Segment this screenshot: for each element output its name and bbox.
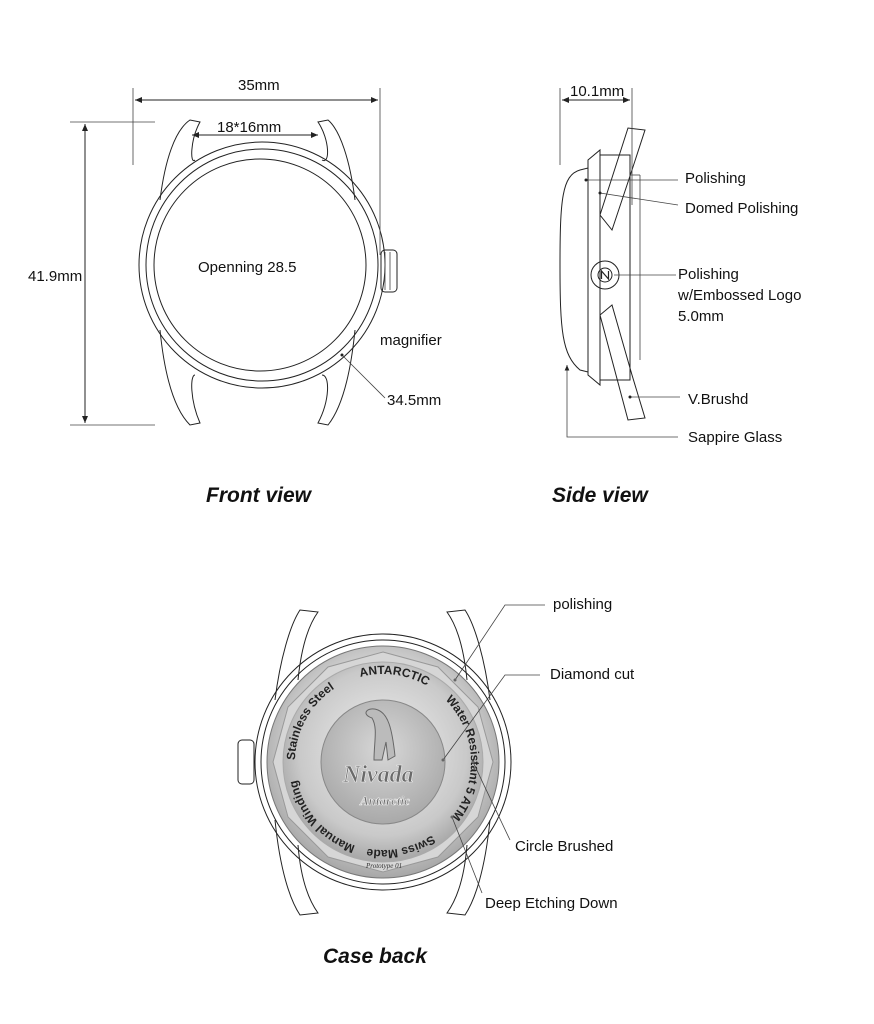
crown-logo-icon bbox=[600, 269, 610, 281]
callout-polishing-back: polishing bbox=[553, 596, 612, 613]
magnifier-label: magnifier bbox=[380, 332, 442, 349]
callout-diamond-cut: Diamond cut bbox=[550, 666, 635, 683]
callout-polishing: Polishing bbox=[685, 170, 746, 187]
penguin-icon bbox=[365, 708, 396, 761]
front-view: 35mm 18*16mm 41.9mm Openning 28.5 magnif… bbox=[28, 77, 442, 507]
case-back-title: Case back bbox=[323, 945, 428, 968]
center-medallion bbox=[320, 699, 446, 825]
height-dimension: 41.9mm bbox=[28, 268, 82, 285]
thickness-dimension: 10.1mm bbox=[570, 83, 624, 100]
side-view-title: Side view bbox=[552, 484, 649, 507]
callout-embossed-logo: w/Embossed Logo bbox=[677, 287, 801, 304]
width-dimension: 35mm bbox=[238, 77, 280, 94]
front-opening bbox=[153, 158, 367, 372]
callout-crown-polishing: Polishing bbox=[678, 266, 739, 283]
prototype-engraving: Prototype 01 bbox=[365, 862, 402, 870]
callout-circle-brushed: Circle Brushed bbox=[515, 838, 613, 855]
brand-engraving: Nivada bbox=[342, 762, 414, 788]
case-back: Nivada Antarctic Stainless Steel ANTARCT… bbox=[237, 596, 635, 968]
callout-sapphire-glass: Sappire Glass bbox=[688, 429, 782, 446]
front-crown bbox=[380, 249, 398, 293]
callout-domed-polishing: Domed Polishing bbox=[685, 200, 798, 217]
callout-v-brushed: V.Brushd bbox=[688, 391, 748, 408]
glass-diameter-label: 34.5mm bbox=[387, 392, 441, 409]
lug-width-dimension: 18*16mm bbox=[217, 119, 281, 136]
front-bezel bbox=[145, 148, 379, 382]
front-view-title: Front view bbox=[206, 484, 313, 507]
opening-label: Openning 28.5 bbox=[198, 259, 296, 276]
sub-brand-engraving: Antarctic bbox=[359, 793, 410, 808]
callout-deep-etching: Deep Etching Down bbox=[485, 895, 618, 912]
side-view: 10.1mm Polishing Domed Polishing Polishi… bbox=[552, 83, 801, 507]
callout-crown-size: 5.0mm bbox=[678, 308, 724, 325]
caseback-crown bbox=[237, 739, 255, 785]
front-lugs bbox=[159, 119, 356, 426]
